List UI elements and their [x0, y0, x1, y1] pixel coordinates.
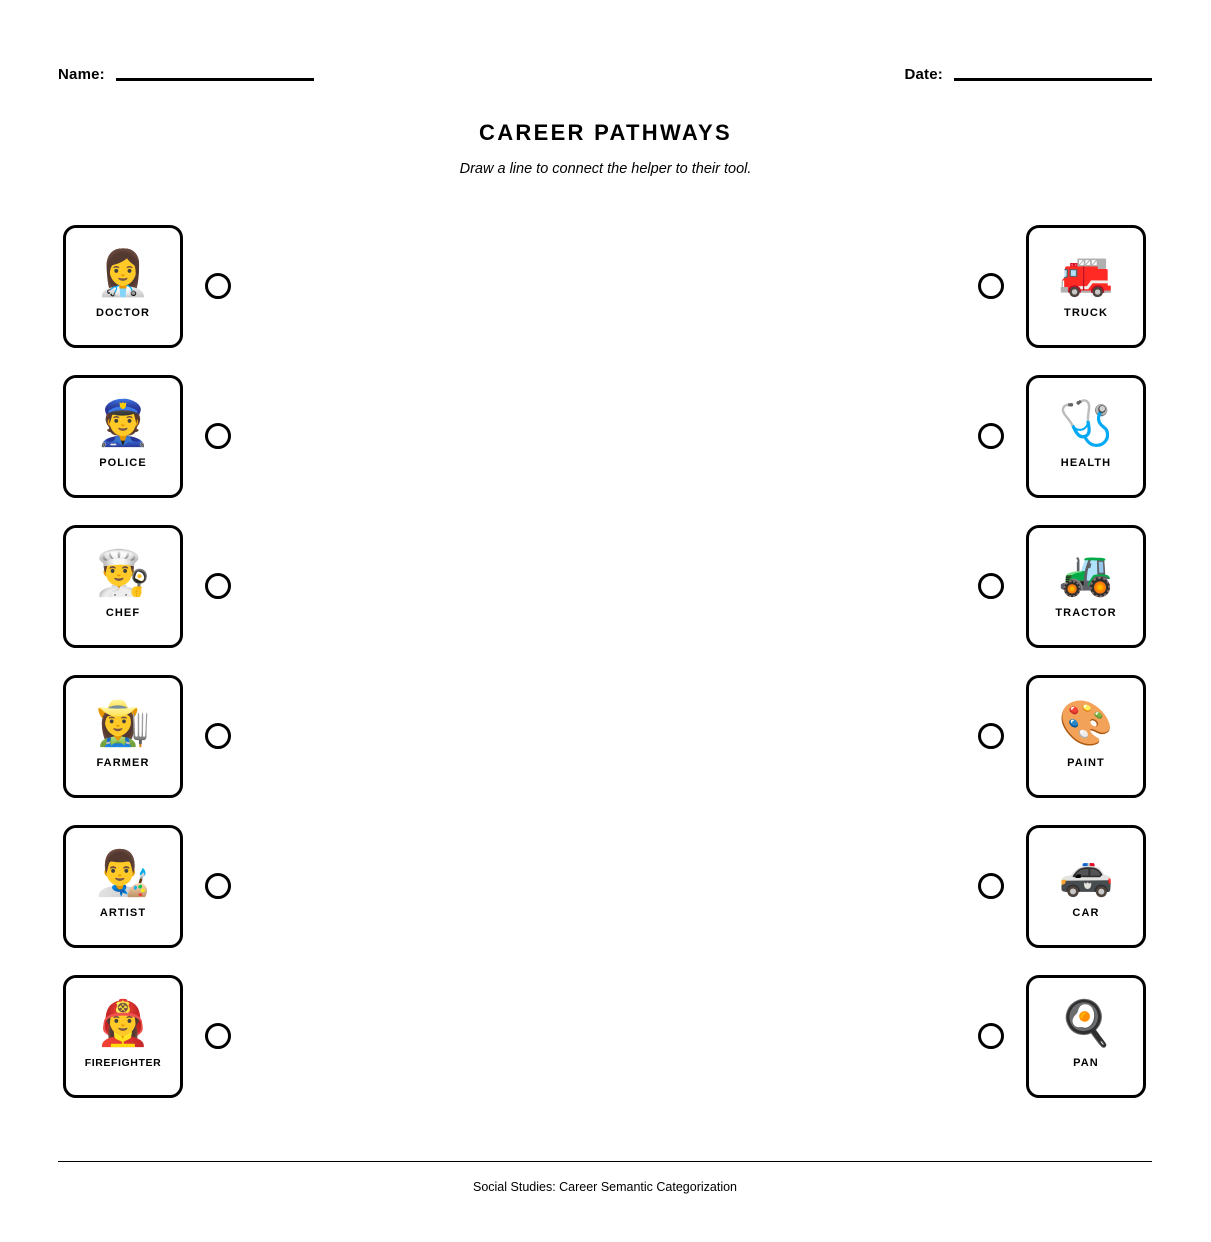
connector-dot-right[interactable] — [978, 273, 1004, 299]
fire-engine-icon: 🚒 — [1058, 248, 1114, 299]
date-write-line[interactable] — [954, 78, 1152, 81]
artist-icon: 👨‍🎨 — [95, 848, 151, 899]
connector-dot-left[interactable] — [205, 723, 231, 749]
career-card-label: FIREFIGHTER — [84, 1057, 162, 1069]
tool-card[interactable]: 🚜 TRACTOR — [1026, 525, 1146, 648]
tool-card-label: PAN — [1073, 1057, 1099, 1069]
career-card-label: ARTIST — [99, 907, 147, 919]
tool-card-label: HEALTH — [1060, 457, 1112, 469]
artist-palette-icon: 🎨 — [1058, 698, 1114, 749]
page-instructions: Draw a line to connect the helper to the… — [459, 161, 752, 177]
matching-area: 👩‍⚕️ DOCTOR 🚒 TRUCK 👮 POLICE 🩺 HEALTH 👨‍… — [0, 225, 1211, 1125]
match-row: 👨‍🎨 ARTIST 🚓 CAR — [0, 825, 1211, 948]
match-row: 👨‍🍳 CHEF 🚜 TRACTOR — [0, 525, 1211, 648]
footer-divider — [58, 1160, 1152, 1162]
connector-dot-left[interactable] — [205, 273, 231, 299]
woman-firefighter-icon: 👩‍🚒 — [95, 998, 151, 1049]
footer-caption: Social Studies: Career Semantic Categori… — [472, 1180, 738, 1194]
tool-card[interactable]: 🚒 TRUCK — [1026, 225, 1146, 348]
tool-card[interactable]: 🍳 PAN — [1026, 975, 1146, 1098]
career-card-label: FARMER — [96, 757, 150, 769]
career-card[interactable]: 👩‍⚕️ DOCTOR — [63, 225, 183, 348]
connector-dot-right[interactable] — [978, 873, 1004, 899]
career-card[interactable]: 👮 POLICE — [63, 375, 183, 498]
police-car-icon: 🚓 — [1058, 848, 1114, 899]
career-card-label: DOCTOR — [95, 307, 151, 319]
tractor-icon: 🚜 — [1058, 548, 1114, 599]
worksheet-header: Name: Date: — [58, 58, 1152, 84]
date-field-group: Date: — [904, 66, 1152, 84]
connector-dot-right[interactable] — [978, 723, 1004, 749]
tool-card-label: TRACTOR — [1055, 607, 1117, 619]
tool-card-label: PAINT — [1067, 757, 1105, 769]
match-row: 👩‍🌾 FARMER 🎨 PAINT — [0, 675, 1211, 798]
match-row: 👮 POLICE 🩺 HEALTH — [0, 375, 1211, 498]
title-block: CAREER PATHWAYS Draw a line to connect t… — [0, 120, 1211, 178]
page-title: CAREER PATHWAYS — [479, 120, 732, 145]
connector-dot-right[interactable] — [978, 1023, 1004, 1049]
name-write-line[interactable] — [115, 78, 314, 81]
name-label: Name: — [58, 66, 105, 83]
worksheet-footer: Social Studies: Career Semantic Categori… — [58, 1160, 1152, 1196]
connector-dot-right[interactable] — [978, 423, 1004, 449]
connector-dot-right[interactable] — [978, 573, 1004, 599]
career-card[interactable]: 👨‍🍳 CHEF — [63, 525, 183, 648]
cooking-pan-icon: 🍳 — [1058, 998, 1114, 1049]
connector-dot-left[interactable] — [205, 1023, 231, 1049]
tool-card-label: CAR — [1072, 907, 1100, 919]
woman-health-worker-icon: 👩‍⚕️ — [95, 248, 151, 299]
career-card[interactable]: 👨‍🎨 ARTIST — [63, 825, 183, 948]
tool-card[interactable]: 🎨 PAINT — [1026, 675, 1146, 798]
connector-dot-left[interactable] — [205, 873, 231, 899]
woman-farmer-icon: 👩‍🌾 — [95, 698, 151, 749]
career-card[interactable]: 👩‍🌾 FARMER — [63, 675, 183, 798]
cook-icon: 👨‍🍳 — [95, 548, 151, 599]
tool-card[interactable]: 🩺 HEALTH — [1026, 375, 1146, 498]
tool-card[interactable]: 🚓 CAR — [1026, 825, 1146, 948]
match-row: 👩‍⚕️ DOCTOR 🚒 TRUCK — [0, 225, 1211, 348]
connector-dot-left[interactable] — [205, 573, 231, 599]
match-row: 👩‍🚒 FIREFIGHTER 🍳 PAN — [0, 975, 1211, 1098]
career-card-label: POLICE — [99, 457, 147, 469]
stethoscope-icon: 🩺 — [1058, 398, 1114, 449]
career-card-label: CHEF — [105, 607, 141, 619]
police-officer-icon: 👮 — [95, 398, 151, 449]
connector-dot-left[interactable] — [205, 423, 231, 449]
date-label: Date: — [904, 66, 943, 83]
career-card[interactable]: 👩‍🚒 FIREFIGHTER — [63, 975, 183, 1098]
name-field-group: Name: — [58, 66, 314, 84]
tool-card-label: TRUCK — [1064, 307, 1108, 319]
